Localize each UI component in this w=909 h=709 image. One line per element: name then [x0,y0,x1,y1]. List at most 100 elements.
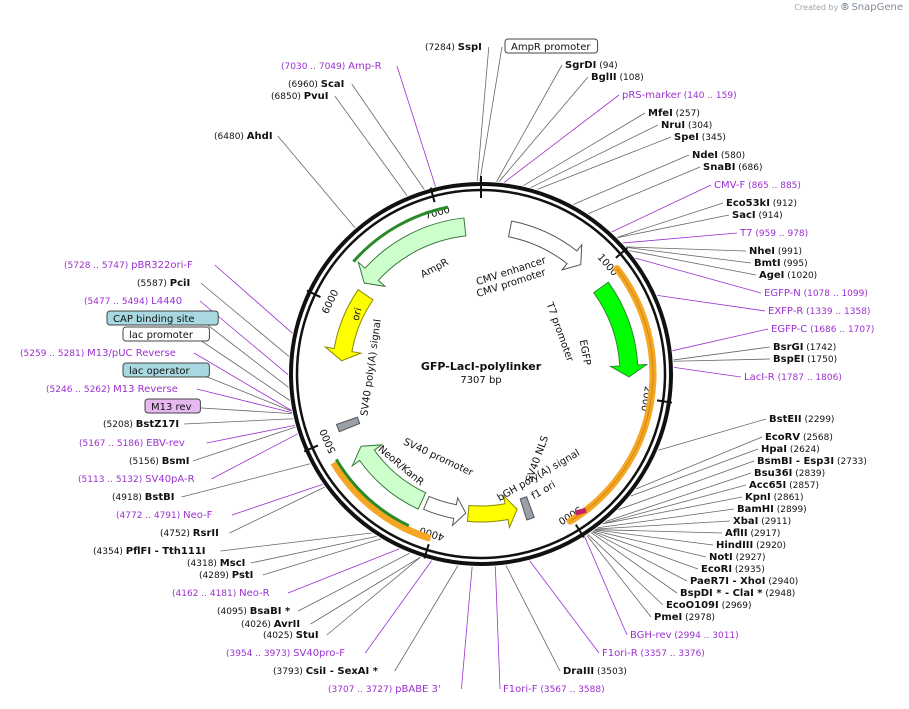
enzyme-bstbi[interactable]: (4918) BstBI [112,492,175,503]
sv40-polya-feature[interactable] [335,416,361,433]
enzyme-saci[interactable]: SacI (914) [732,210,783,221]
enzyme-bspei[interactable]: BspEI (1750) [773,354,837,365]
enzyme-csii[interactable]: (3793) CsiI - SexAI * [273,666,379,677]
leader-line [586,535,652,618]
enzyme-xbai[interactable]: XbaI (2911) [733,516,791,527]
enzyme-ecoo109i[interactable]: EcoO109I (2969) [666,600,752,611]
primer-bgh-rev[interactable]: BGH-rev (2994 .. 3011) [630,630,739,641]
bgh-polya-feature[interactable] [519,496,535,521]
leader-line [396,65,436,187]
enzyme-hpai[interactable]: HpaI (2624) [761,444,820,455]
enzyme-pmei[interactable]: PmeI (2978) [654,612,715,623]
enzyme-avrii[interactable]: (4026) AvrII [241,619,300,630]
enzyme-position: (2861) [771,493,804,503]
enzyme-pcii[interactable]: (5587) PciI [137,278,190,289]
primer-t7[interactable]: T7 (959 .. 978) [739,228,808,239]
enzyme-sgrdi[interactable]: SgrDI (94) [565,60,618,71]
enzyme-name: SgrDI [565,60,596,71]
primer-laci-r[interactable]: LacI-R (1787 .. 1806) [744,372,842,383]
cmv-promoter-feature[interactable] [507,220,583,271]
primer-sv40pa-r[interactable]: (5113 .. 5132) SV40pA-R [78,474,195,485]
feature-label-lac-promoter[interactable]: lac promoter [122,326,210,342]
sv40-nls-feature[interactable] [574,507,587,516]
enzyme-bspdi[interactable]: BspDI * - ClaI * (2948) [680,588,795,599]
enzyme-sspi[interactable]: (7284) SspI [425,42,482,53]
enzyme-eco53ki[interactable]: Eco53kI (912) [726,198,797,209]
ori-feature[interactable] [323,288,374,362]
labels-layer[interactable]: (7284) SspI (7030 .. 7049) Amp-R (6960) Sc… [20,38,874,695]
primer-pbr322ori-f[interactable]: (5728 .. 5747) pBR322ori-F [64,260,193,271]
primer-f1ori-r[interactable]: F1ori-R (3357 .. 3376) [602,648,705,659]
feature-label-ampr-promoter[interactable]: AmpR promoter [504,38,599,54]
enzyme-ndei[interactable]: NdeI (580) [692,150,745,161]
enzyme-ecorv[interactable]: EcoRV (2568) [765,432,833,443]
enzyme-scai[interactable]: (6960) ScaI [288,79,344,90]
primer-m13-puc-reverse[interactable]: (5259 .. 5281) M13/pUC Reverse [20,348,176,359]
primer-ebv-rev[interactable]: (5167 .. 5186) EBV-rev [79,438,185,449]
enzyme-ecori[interactable]: EcoRI (2935) [701,564,765,575]
primer-sv40pro-f[interactable]: (3954 .. 3973) SV40pro-F [226,648,345,659]
primer-l4440[interactable]: (5477 .. 5494) L4440 [84,296,182,307]
enzyme-stui[interactable]: (4025) StuI [263,630,319,641]
feature-label-m13-rev[interactable]: M13 rev [144,398,201,414]
neo-region-arc[interactable] [330,460,432,542]
enzyme-position: (304) [685,121,712,131]
label-text: (4354) PflFI - Tth111I [93,546,206,557]
enzyme-bsmi[interactable]: (5156) BsmI [129,456,190,467]
enzyme-pvui[interactable]: (6850) PvuI [271,91,328,102]
enzyme-pflfi[interactable]: (4354) PflFI - Tth111I [93,546,206,557]
enzyme-bamhi[interactable]: BamHI (2899) [737,504,807,515]
primer-neo-r[interactable]: (4162 .. 4181) Neo-R [172,588,270,599]
enzyme-rsrii[interactable]: (4752) RsrII [160,528,219,539]
leader-line [498,76,589,183]
enzyme-aflii[interactable]: AflII (2917) [725,528,780,539]
feature-label-lac-operator[interactable]: lac operator [122,362,210,378]
enzyme-snabi[interactable]: SnaBI (686) [703,162,762,173]
enzyme-psti[interactable]: (4289) PstI [199,570,253,581]
enzyme-hindiii[interactable]: HindIII (2920) [716,540,786,551]
enzyme-bsu36i[interactable]: Bsu36I (2839) [754,468,825,479]
primer-cmv-f[interactable]: CMV-F (865 .. 885) [714,180,801,191]
enzyme-agei[interactable]: AgeI (1020) [759,270,817,281]
primer-neo-f[interactable]: (4772 .. 4791) Neo-F [116,510,213,521]
feature-label-cap-binding-site[interactable]: CAP binding site [106,310,219,326]
enzyme-nhei[interactable]: NheI (991) [749,246,802,257]
enzyme-mfei[interactable]: MfeI (257) [648,108,700,119]
enzyme-nrui[interactable]: NruI (304) [661,120,712,131]
primer-egfp-c[interactable]: EGFP-C (1686 .. 1707) [771,324,874,335]
primer-position: (4772 .. 4791) [116,511,183,521]
enzyme-spei[interactable]: SpeI (345) [674,132,726,143]
enzyme-bmti[interactable]: BmtI (995) [754,258,808,269]
primer-f1ori-f[interactable]: F1ori-F (3567 .. 3588) [503,684,605,695]
leader-line [673,358,771,362]
enzyme-bglii[interactable]: BglII (108) [591,72,644,83]
enzyme-bsmbi[interactable]: BsmBI - Esp3I (2733) [757,456,867,467]
sv40-promoter-feature[interactable] [422,495,467,527]
neor-outer-arc[interactable] [335,458,410,528]
enzyme-paer7i[interactable]: PaeR7I - XhoI (2940) [690,576,798,587]
enzyme-name: HpaI [761,444,787,455]
enzyme-msci[interactable]: (4318) MscI [187,558,245,569]
ampr-outer-arc[interactable] [352,205,449,263]
leader-line [605,472,752,522]
neor-kanr-feature[interactable] [351,444,427,510]
enzyme-acc65i[interactable]: Acc65I (2857) [749,480,819,491]
primer-prs-marker[interactable]: pRS-marker (140 .. 159) [622,90,737,101]
f1-ori-feature[interactable] [466,494,518,530]
enzyme-bstz17i[interactable]: (5208) BstZ17I [103,419,179,430]
enzyme-ahdi[interactable]: (6480) AhdI [214,131,273,142]
enzyme-noti[interactable]: NotI (2927) [709,552,766,563]
enzyme-bsabi[interactable]: (4095) BsaBI * [217,606,291,617]
primer-exfp-r[interactable]: EXFP-R (1339 .. 1358) [768,306,870,317]
primer-m13-reverse[interactable]: (5246 .. 5262) M13 Reverse [46,384,178,395]
primer-amp-r[interactable]: (7030 .. 7049) Amp-R [281,61,382,72]
ampr-feature[interactable] [357,217,467,288]
primer-pbabe-3[interactable]: (3707 .. 3727) pBABE 3' [328,684,441,695]
enzyme-draiii[interactable]: DraIII (3503) [563,666,627,677]
enzyme-kpni[interactable]: KpnI (2861) [745,492,804,503]
primer-egfp-n[interactable]: EGFP-N (1078 .. 1099) [764,288,868,299]
enzyme-bsrgi[interactable]: BsrGI (1742) [773,342,836,353]
leader-line [364,560,433,654]
enzyme-bsteii[interactable]: BstEII (2299) [769,414,834,425]
egfp-feature[interactable] [593,281,649,378]
